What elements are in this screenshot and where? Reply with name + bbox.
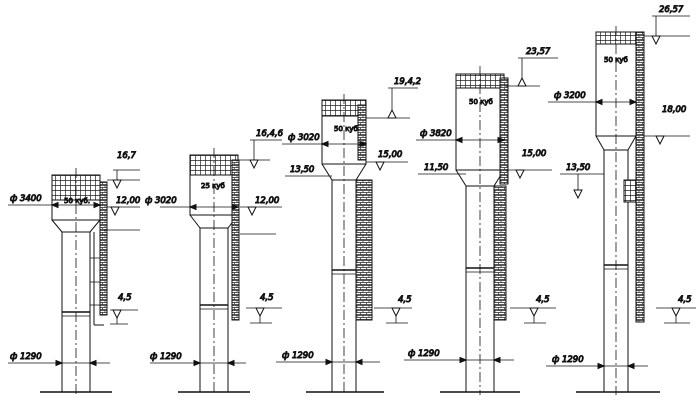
tower-4-ground-level: 4,5 xyxy=(536,295,550,305)
tower-2: ф 3020 25 куб 16,4,6 12,00 4,5 ф 1290 xyxy=(145,129,284,395)
tower-1-tank-bottom-elevation: 12,00 xyxy=(116,196,140,206)
tower-3-service-shaft xyxy=(356,180,372,320)
tower-3-column-diameter: ф 1290 xyxy=(282,351,314,361)
tower-2-tank-bottom-elevation: 12,00 xyxy=(255,196,279,206)
tower-4-tank-diameter: ф 3820 xyxy=(420,129,452,139)
tower-2-ground-level: 4,5 xyxy=(260,293,274,303)
tower-2-top-elevation: 16,4,6 xyxy=(256,129,284,139)
tower-5-service-landing xyxy=(624,180,636,202)
tower-5-service-shaft xyxy=(636,32,644,322)
tower-4-tank-label: 50 куб xyxy=(469,98,493,106)
tower-3-top-elevation: 19,4,2 xyxy=(394,77,421,87)
tower-4-tank-bottom-elevation: 15,00 xyxy=(522,149,546,159)
tower-4-column-diameter: ф 1290 xyxy=(408,349,440,359)
tower-5: ф 3200 50 куб 13,50 26,57 18,00 4,5 ф 12… xyxy=(546,5,696,395)
tower-3: ф 3020 50 куб 13,50 19,4,2 15,00 4,5 ф 1… xyxy=(276,77,422,395)
tower-2-tank-diameter: ф 3020 xyxy=(145,196,177,206)
tower-5-ground-level: 4,5 xyxy=(678,295,692,305)
tower-5-mid-elevation: 13,50 xyxy=(566,163,590,173)
tower-3-tank-label: 50 куб xyxy=(334,125,358,133)
tower-4-mid-elevation: 11,50 xyxy=(424,163,448,173)
tower-1-service-shaft xyxy=(100,182,107,315)
tower-2-service-shaft xyxy=(232,160,239,320)
tower-3-tank-diameter: ф 3020 xyxy=(288,133,320,143)
tower-5-tank-cone xyxy=(596,136,636,150)
tower-1-tank-label: 50 куб. xyxy=(64,197,90,205)
tower-1-column-diameter: ф 1290 xyxy=(10,352,42,362)
tower-1-tank-diameter: ф 3400 xyxy=(10,194,42,204)
tower-5-tank-label: 50 куб xyxy=(604,56,628,64)
tower-4-service-shaft xyxy=(494,186,506,320)
tower-5-tank-bottom-elevation: 18,00 xyxy=(662,105,686,115)
tower-3-service-shaft-upper xyxy=(358,105,366,160)
tower-3-mid-elevation: 13,50 xyxy=(290,165,314,175)
tower-5-column-diameter: ф 1290 xyxy=(552,355,584,365)
tower-5-top-elevation: 26,57 xyxy=(659,5,684,15)
tower-1-ground-level: 4,5 xyxy=(118,293,132,303)
tower-2-tank-label: 25 куб xyxy=(201,182,225,190)
tower-4-tank-cone xyxy=(456,170,504,186)
tower-3-tank-bottom-elevation: 15,00 xyxy=(378,150,402,160)
tower-4-service-shaft-upper xyxy=(500,78,508,184)
tower-1-top-elevation: 16,7 xyxy=(117,151,137,161)
tower-1: ф 3400 50 куб. 16,7 12,00 4,5 ф 1290 xyxy=(8,151,141,395)
tower-3-ground-level: 4,5 xyxy=(398,295,412,305)
tower-5-tank-diameter: ф 3200 xyxy=(554,91,586,101)
tower-2-column-diameter: ф 1290 xyxy=(150,352,182,362)
tower-4: ф 3820 50 куб 11,50 23,57 15,00 4,5 ф 12… xyxy=(404,47,558,395)
tower-4-top-elevation: 23,57 xyxy=(526,47,551,57)
